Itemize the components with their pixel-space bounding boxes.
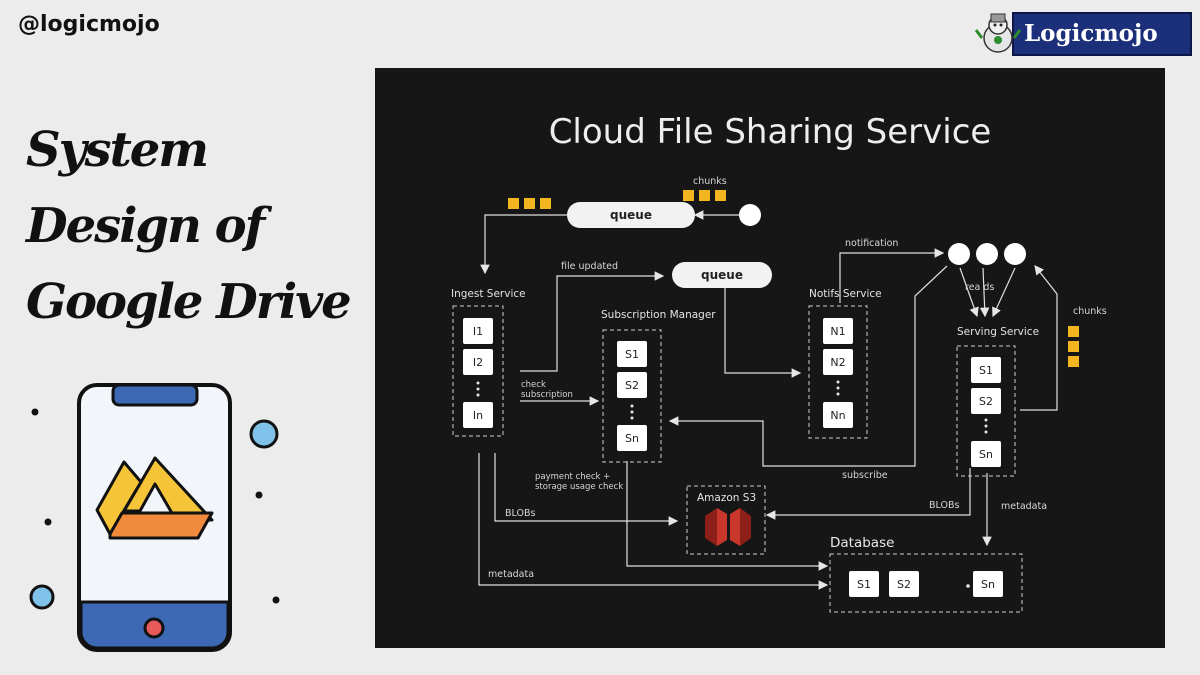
database-node: S2	[889, 571, 919, 597]
payment-check-label: payment check + storage usage check	[535, 472, 624, 492]
ingest-node: I2	[463, 349, 493, 375]
serving-node: S2	[971, 388, 1001, 414]
decor-circle	[29, 584, 55, 610]
brand-name: Logicmojo	[1024, 20, 1158, 47]
ingest-container	[452, 305, 504, 437]
s3-container	[686, 485, 766, 555]
notifs-service-title: Notifs Service	[809, 288, 882, 300]
ingest-service-title: Ingest Service	[451, 288, 526, 300]
ingest-node: In	[463, 402, 493, 428]
serving-service-title: Serving Service	[957, 326, 1040, 338]
metadata-right-label: metadata	[1001, 501, 1048, 512]
chunks-label: chunks	[693, 176, 727, 187]
account-handle: @logicmojo	[18, 12, 160, 37]
google-drive-icon	[95, 456, 214, 540]
database-node: S1	[849, 571, 879, 597]
page-title: System Design of Google Drive	[26, 112, 366, 340]
blobs-right-label: BLOBs	[929, 500, 960, 511]
blobs-left-label: BLOBs	[505, 508, 536, 519]
database-container	[829, 553, 1023, 613]
client-circles	[739, 204, 1026, 265]
subscription-node: Sn	[617, 425, 647, 451]
metadata-bottom-label: metadata	[488, 569, 535, 580]
queue-top: queue	[567, 202, 695, 228]
subscription-node: S1	[617, 341, 647, 367]
decor-dot	[255, 491, 263, 499]
chunk-blocks	[508, 190, 1079, 367]
queue-middle: queue	[672, 262, 772, 288]
diagram-connectors	[452, 190, 1079, 613]
title-line: Design of	[26, 198, 265, 254]
decor-dot	[31, 408, 39, 416]
notifs-node: Nn	[823, 402, 853, 428]
decor-dot	[44, 518, 52, 526]
serving-node: S1	[971, 357, 1001, 383]
ingest-node: I1	[463, 318, 493, 344]
title-line: System	[26, 122, 209, 178]
notifs-node: N1	[823, 318, 853, 344]
database-node: Sn	[973, 571, 1003, 597]
serving-container	[956, 345, 1016, 477]
decor-circle	[249, 419, 279, 449]
check-subscription-label: check subscription	[521, 380, 573, 400]
diagram-title: Cloud File Sharing Service	[548, 112, 992, 152]
notifs-container	[808, 305, 868, 439]
chunks-right-label: chunks	[1073, 306, 1107, 317]
file-updated-label: file updated	[561, 261, 618, 272]
architecture-diagram: Cloud File Sharing Service queue queue c…	[375, 68, 1165, 648]
brand-logo: Logicmojo	[972, 8, 1194, 60]
serving-node: Sn	[971, 441, 1001, 467]
decor-dot	[272, 596, 280, 604]
title-line: Google Drive	[26, 274, 352, 330]
subscribe-label: subscribe	[842, 470, 888, 481]
reads-label: rea ds	[965, 282, 995, 293]
subscription-node: S2	[617, 372, 647, 398]
subscription-manager-title: Subscription Manager	[601, 309, 716, 321]
database-title: Database	[830, 535, 895, 551]
amazon-s3-title: Amazon S3	[697, 492, 757, 504]
mascot-icon	[974, 13, 1022, 53]
notifs-node: N2	[823, 349, 853, 375]
phone-illustration	[29, 383, 280, 652]
home-button-icon	[143, 617, 165, 639]
subscription-container	[602, 329, 662, 463]
notification-label: notification	[845, 238, 899, 249]
brand-badge	[1012, 12, 1192, 56]
amazon-s3-icon	[705, 508, 751, 546]
